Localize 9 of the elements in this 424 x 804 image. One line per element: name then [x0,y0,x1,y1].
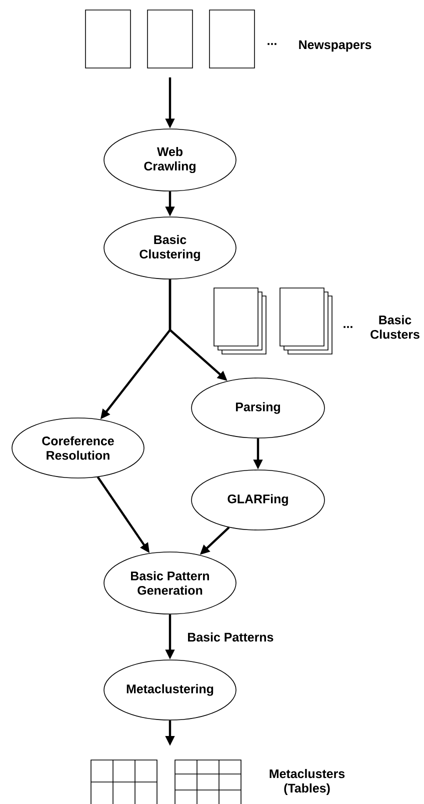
newspaper-page [147,10,193,68]
ellipsis: ... [344,326,352,328]
caption-label: Metaclusters (Tables) [270,768,345,796]
ellipsis: ... [268,43,276,45]
caption-label: Basic Clusters [370,315,420,339]
caption-label: Newspapers [299,40,372,52]
newspaper-page [85,10,131,68]
newspaper-page [209,10,255,68]
edge-label: Basic Patterns [186,631,275,643]
